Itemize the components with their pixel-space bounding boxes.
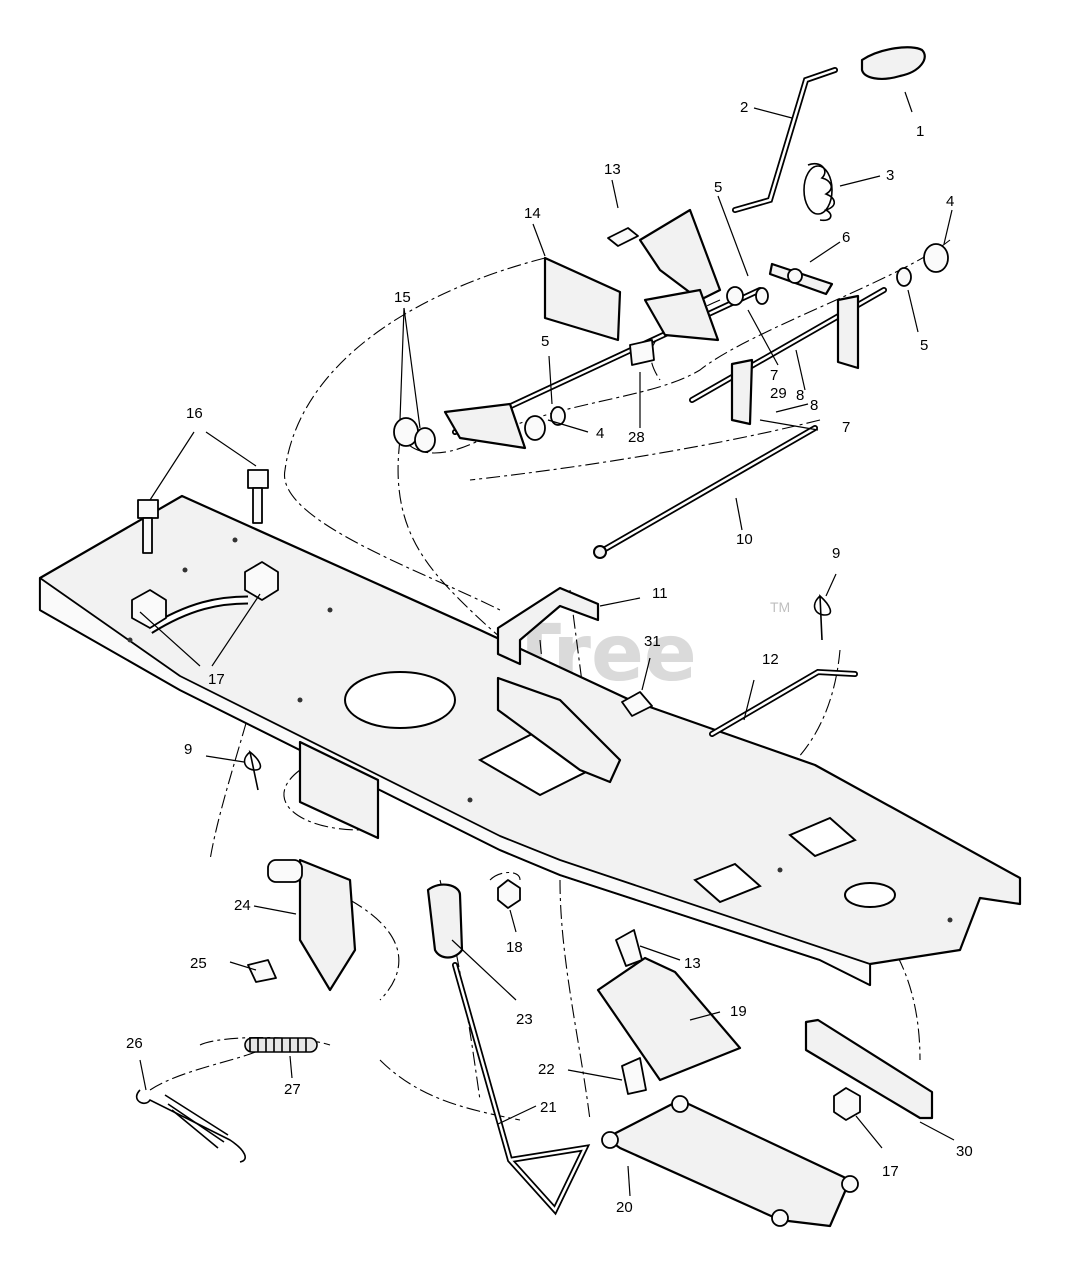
part-7-arm-rear bbox=[836, 294, 860, 370]
part-14-plate bbox=[543, 256, 622, 342]
part-31-bracket-plate bbox=[496, 676, 622, 784]
part-30-plate bbox=[804, 1018, 934, 1120]
part-22-bolt bbox=[621, 1057, 647, 1095]
bracket-lower bbox=[643, 288, 720, 342]
bracket-upper bbox=[638, 208, 722, 302]
callout-9-upper: 9 bbox=[832, 545, 840, 562]
callout-21: 21 bbox=[540, 1099, 557, 1116]
part-27-spring bbox=[244, 1037, 318, 1053]
main-frame bbox=[38, 494, 1022, 987]
callout-4-upper: 4 bbox=[946, 193, 954, 210]
part-21-pedal-rod bbox=[452, 962, 591, 1216]
part-13-bolt-lower bbox=[615, 929, 643, 967]
callout-1: 1 bbox=[916, 123, 924, 140]
callout-30: 30 bbox=[956, 1143, 973, 1160]
callout-15: 15 bbox=[394, 289, 411, 306]
part-25-bolt bbox=[247, 959, 277, 983]
nut-17-right bbox=[244, 561, 279, 601]
callout-5-upper: 5 bbox=[714, 179, 722, 196]
callout-27: 27 bbox=[284, 1081, 301, 1098]
part-31-bolt bbox=[621, 691, 653, 717]
part-18-nut bbox=[497, 879, 521, 909]
part-1-grip bbox=[860, 46, 926, 80]
callout-28: 28 bbox=[628, 429, 645, 446]
part-2-lever-rod bbox=[732, 67, 838, 213]
part-11-bracket bbox=[496, 586, 600, 666]
callout-31: 31 bbox=[644, 633, 661, 650]
callout-20: 20 bbox=[616, 1199, 633, 1216]
part-19-plate bbox=[596, 956, 742, 1082]
callout-9-lower: 9 bbox=[184, 741, 192, 758]
leader-lines bbox=[139, 91, 955, 1197]
part-arm-left bbox=[443, 402, 527, 450]
part-9-pin-upper bbox=[813, 594, 832, 641]
part-3-spring bbox=[803, 162, 836, 222]
part-28-bolt bbox=[629, 339, 655, 366]
callout-14: 14 bbox=[524, 205, 541, 222]
callout-7-b: 7 bbox=[770, 367, 778, 384]
frame-side-bracket bbox=[298, 740, 380, 840]
callout-22: 22 bbox=[538, 1061, 555, 1078]
callout-7-a: 7 bbox=[842, 419, 850, 436]
callout-12: 12 bbox=[762, 651, 779, 668]
callout-11: 11 bbox=[652, 585, 668, 602]
callout-25: 25 bbox=[190, 955, 207, 972]
part-5-washer-upper bbox=[755, 287, 769, 305]
callout-19: 19 bbox=[730, 1003, 747, 1020]
part-12-rod bbox=[709, 668, 858, 737]
callout-13-lower: 13 bbox=[684, 955, 701, 972]
part-4-washer-left bbox=[524, 415, 546, 441]
nut-17-left bbox=[131, 589, 167, 629]
callout-23: 23 bbox=[516, 1011, 533, 1028]
part-24-bracket bbox=[298, 858, 357, 992]
callout-18: 18 bbox=[506, 939, 523, 956]
part-15-washer-b bbox=[414, 427, 436, 453]
part-20-bracket bbox=[604, 1098, 852, 1228]
bolt-16-left bbox=[137, 499, 159, 554]
part-5-washer-left bbox=[550, 406, 566, 426]
part-13-bolt-upper bbox=[607, 227, 639, 247]
callout-17-lower: 17 bbox=[882, 1163, 899, 1180]
part-5-washer-right bbox=[896, 267, 912, 287]
bolt-16-right bbox=[247, 469, 269, 524]
part-29-washer bbox=[726, 286, 744, 306]
callout-5-left: 5 bbox=[541, 333, 549, 350]
part-17-nut-lower bbox=[833, 1087, 861, 1121]
part-4-washer-right bbox=[923, 243, 949, 273]
callout-8-b: 8 bbox=[796, 387, 804, 404]
callout-24: 24 bbox=[234, 897, 251, 914]
part-9-pin-lower bbox=[243, 749, 262, 791]
callout-26: 26 bbox=[126, 1035, 143, 1052]
part-7-arm-front bbox=[730, 358, 754, 426]
callout-5-right: 5 bbox=[920, 337, 928, 354]
watermark-trademark: TM bbox=[770, 599, 790, 615]
callout-17-upper: 17 bbox=[208, 671, 225, 688]
callout-13-upper: 13 bbox=[604, 161, 621, 178]
callout-3: 3 bbox=[886, 167, 894, 184]
callout-8-a: 8 bbox=[810, 397, 818, 414]
callout-29: 29 bbox=[770, 385, 787, 402]
part-26-spring bbox=[135, 1089, 246, 1163]
part-23-grip bbox=[426, 883, 464, 959]
frame-large-hole bbox=[344, 671, 456, 729]
callout-10: 10 bbox=[736, 531, 753, 548]
callout-numbers: 1 2 3 4 4 5 5 5 6 7 7 8 8 9 9 10 11 12 1… bbox=[126, 99, 973, 1216]
callout-4-lower: 4 bbox=[596, 425, 604, 442]
callout-2: 2 bbox=[740, 99, 748, 116]
callout-6: 6 bbox=[842, 229, 850, 246]
callout-16: 16 bbox=[186, 405, 203, 422]
